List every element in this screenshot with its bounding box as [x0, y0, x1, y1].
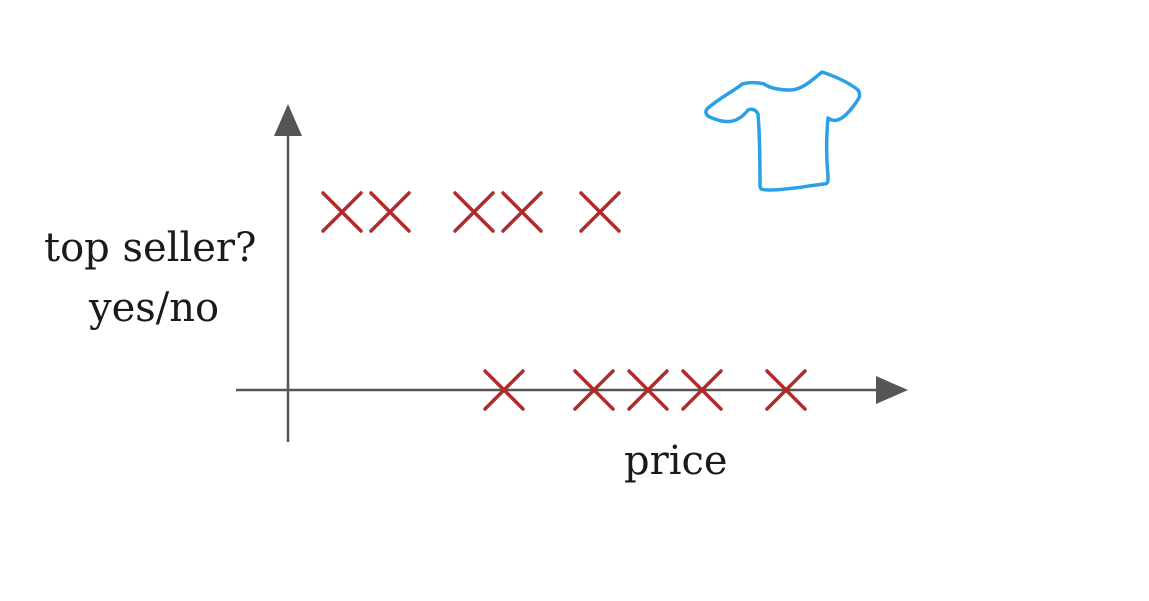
- data-point-marker: [369, 191, 411, 233]
- y-axis-label-line-2: yes/no: [89, 285, 220, 331]
- data-point-marker: [765, 369, 807, 411]
- tshirt-icon: [704, 70, 862, 192]
- x-axis-label: price: [624, 438, 728, 484]
- data-point-marker: [483, 369, 525, 411]
- y-axis-label-line-1: top seller?: [44, 225, 257, 271]
- data-point-marker: [573, 369, 615, 411]
- y-axis-arrow: [274, 104, 302, 136]
- data-point-marker: [453, 191, 495, 233]
- data-point-marker: [627, 369, 669, 411]
- data-point-marker: [501, 191, 543, 233]
- data-markers: [321, 191, 807, 411]
- data-point-marker: [579, 191, 621, 233]
- data-point-marker: [321, 191, 363, 233]
- data-point-marker: [681, 369, 723, 411]
- x-axis-arrow: [876, 376, 908, 404]
